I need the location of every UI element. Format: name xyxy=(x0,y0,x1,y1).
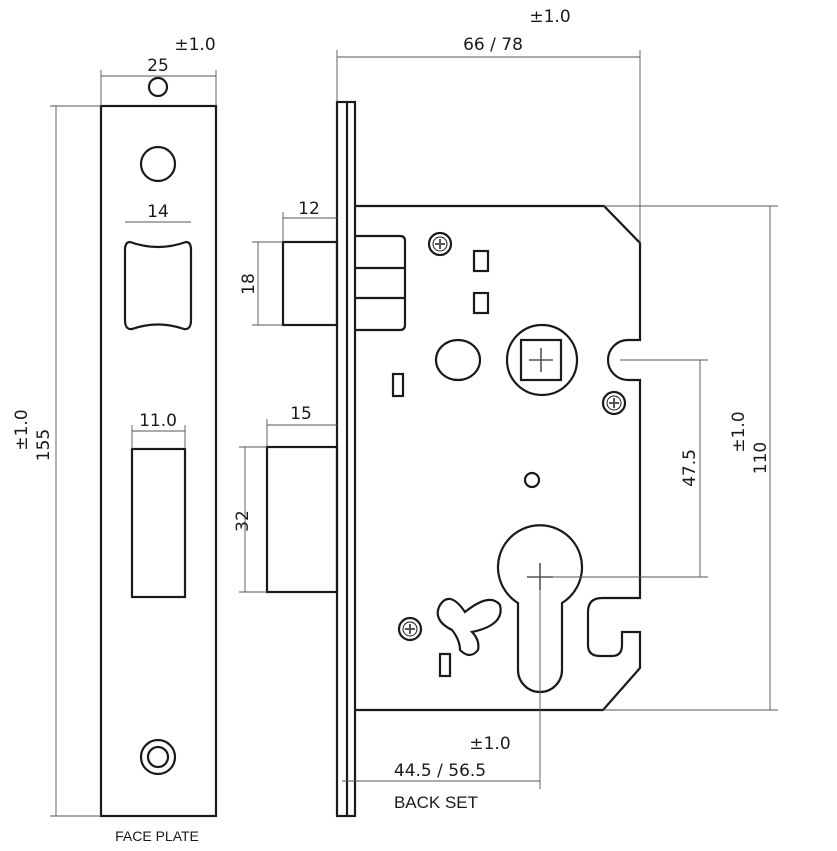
latch-bolt xyxy=(281,240,339,327)
fp-width: 25 xyxy=(147,56,169,76)
latch-opening xyxy=(123,240,193,331)
screw-icon xyxy=(427,231,453,257)
latch-height: 18 xyxy=(239,273,259,295)
bolt-opening xyxy=(130,447,187,599)
screw-icon xyxy=(601,390,627,416)
dead-bolt xyxy=(265,445,339,594)
case-height-tol: ±1.0 xyxy=(729,411,749,452)
latch-projection: 12 xyxy=(298,199,320,219)
backset-label: BACK SET xyxy=(394,793,478,812)
depth: 66 / 78 xyxy=(463,35,523,55)
lock-body xyxy=(265,100,642,818)
bottom-screw-hole xyxy=(139,738,177,776)
spindle-hub xyxy=(505,323,579,397)
lock-body-dimensions: ±1.0 66 / 78 12 18 15 32 47.5 110 ±1.0 ±… xyxy=(233,7,778,812)
face-plate xyxy=(99,104,218,818)
fp-bolt-width: 11.0 xyxy=(139,411,177,431)
centre-distance: 47.5 xyxy=(680,449,700,487)
fp-height-tol: ±1.0 xyxy=(12,409,32,450)
bolt-height: 32 xyxy=(233,510,253,532)
screw-icon xyxy=(397,616,423,642)
case-outline xyxy=(355,204,642,712)
cylinder-cutout xyxy=(496,524,584,694)
case-height: 110 xyxy=(751,442,771,474)
face-plate-dimensions: ±1.0 25 14 11.0 155 ±1.0 FACE PLATE xyxy=(12,35,217,844)
backset: 44.5 / 56.5 xyxy=(394,761,486,781)
face-plate-caption: FACE PLATE xyxy=(115,828,199,844)
depth-tol: ±1.0 xyxy=(529,7,570,27)
top-screw-hole xyxy=(139,145,177,183)
fp-latch-width: 14 xyxy=(147,202,169,222)
fp-width-tol: ±1.0 xyxy=(174,35,215,55)
fp-height: 155 xyxy=(34,429,54,461)
backset-tol: ±1.0 xyxy=(469,734,510,754)
bolt-projection: 15 xyxy=(290,404,312,424)
